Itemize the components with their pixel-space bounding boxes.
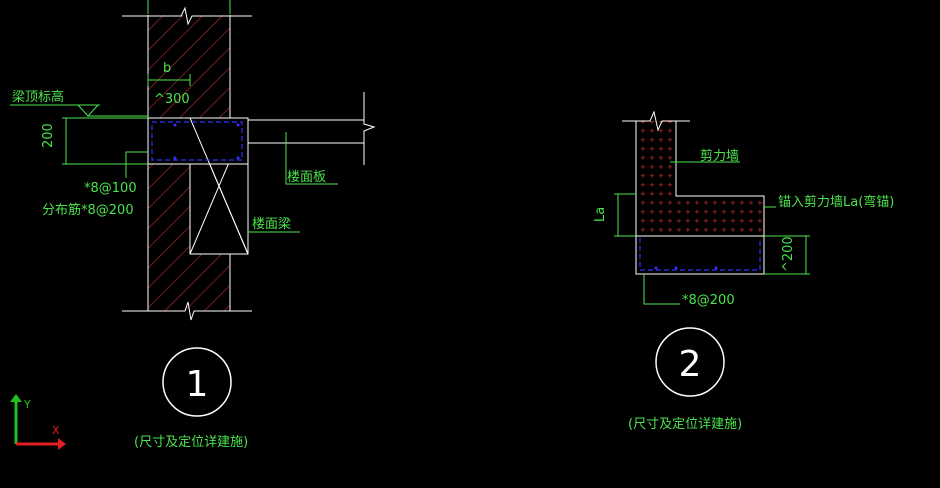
label-dist-rebar: 分布筋*8@200 (42, 202, 134, 218)
shear-wall-fill (636, 121, 764, 236)
detail-number-1: 1 (186, 364, 209, 405)
ledge-rebar (151, 121, 243, 161)
dim-200: 200 (41, 123, 56, 148)
dim-300: ^300 (154, 92, 190, 107)
detail-note-2: (尺寸及定位详建施) (628, 417, 742, 432)
label-shear-wall: 剪力墙 (700, 148, 739, 164)
dim-b: b (163, 61, 171, 76)
label-floor-slab: 楼面板 (287, 170, 326, 185)
label-floor-beam: 楼面梁 (252, 217, 291, 232)
slab-break (363, 92, 376, 165)
ledge (147, 117, 249, 165)
detail-2: 剪力墙 锚入剪力墙La(弯锚) La ^200 *8@200 2 (尺寸及定位详… (593, 110, 894, 432)
dim-la: La (593, 207, 608, 222)
break-line-bottom (122, 301, 252, 321)
ucs-y-label: Y (23, 398, 31, 411)
detail-number-circle-2 (655, 327, 725, 397)
label-beam-top-elevation: 梁顶标高 (12, 89, 64, 105)
anchor-rebar (639, 238, 761, 271)
detail-number-2: 2 (679, 344, 702, 385)
label-rebar-8-200: *8@200 (682, 293, 735, 308)
break-line-top-2 (622, 110, 690, 132)
ucs-icon: Y X (10, 394, 66, 450)
detail-number-circle-1 (162, 347, 232, 417)
dim-200-2: ^200 (781, 236, 796, 272)
elevation-mark (77, 104, 99, 117)
label-rebar-8-100: *8@100 (84, 181, 137, 196)
detail-note-1: (尺寸及定位详建施) (134, 435, 248, 450)
break-line-top (122, 6, 252, 26)
detail-1: b ^300 梁顶标高 200 *8@100 分布筋*8@200 楼面板 楼面梁… (10, 0, 376, 450)
ucs-x-label: X (52, 424, 60, 437)
label-anchor: 锚入剪力墙La(弯锚) (778, 194, 894, 210)
